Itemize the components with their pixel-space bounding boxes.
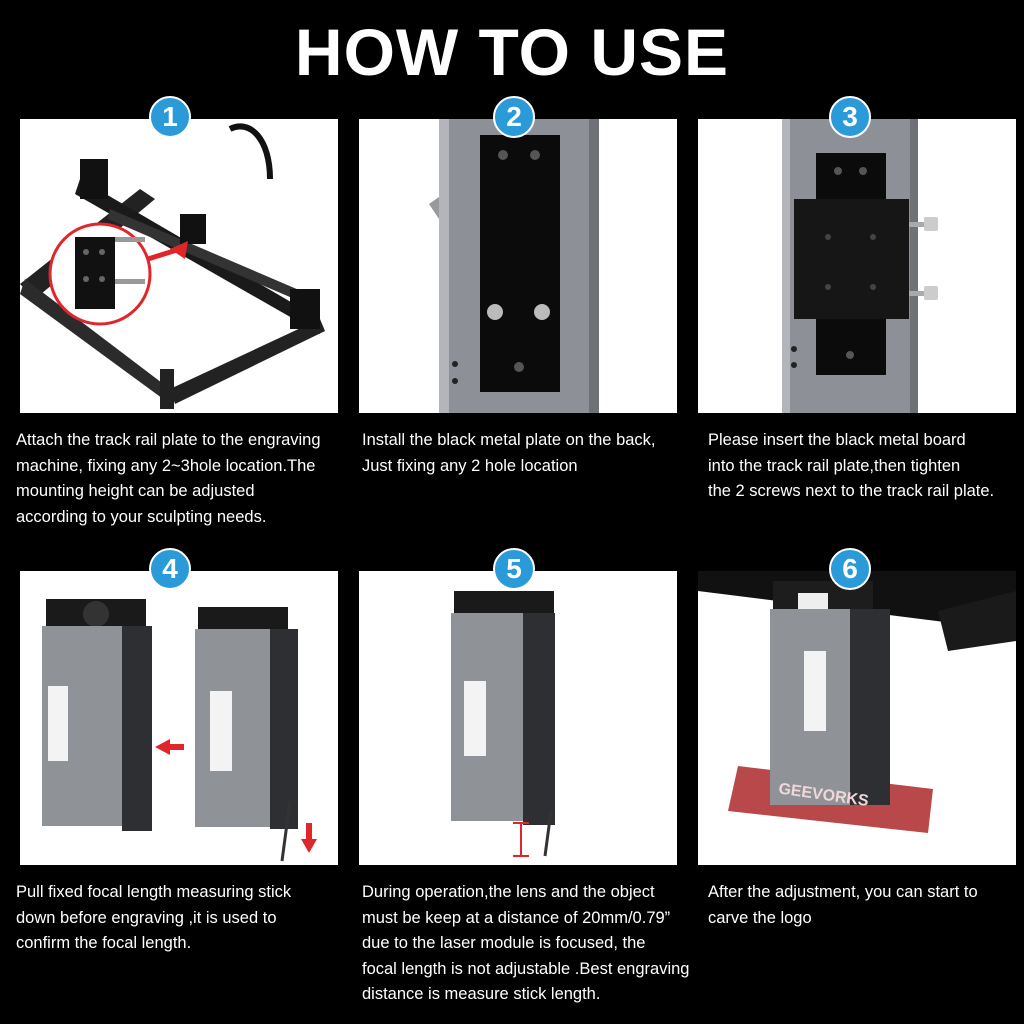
page-title: HOW TO USE <box>294 15 730 89</box>
step-4-image <box>20 571 338 865</box>
step-4-description: Pull fixed focal length measuring stick … <box>16 883 292 952</box>
step-2-image <box>359 119 677 413</box>
step-1-image <box>20 119 338 413</box>
step-3-badge: 3 <box>829 96 871 138</box>
step-6-badge: 6 <box>829 548 871 590</box>
step-2-description: Install the black metal plate on the bac… <box>362 431 656 475</box>
step-5-image <box>359 571 677 865</box>
step-6-image: GEEVORKS <box>698 571 1016 865</box>
step-3-description: Please insert the black metal board into… <box>708 431 995 500</box>
step-4-badge: 4 <box>149 548 191 590</box>
step-6-description: After the adjustment, you can start to c… <box>708 883 978 927</box>
step-5-description: During operation,the lens and the object… <box>362 883 690 1003</box>
step-5-badge: 5 <box>493 548 535 590</box>
step-2-badge: 2 <box>493 96 535 138</box>
step-3-image <box>698 119 1016 413</box>
step-1-badge: 1 <box>149 96 191 138</box>
step-1-description: Attach the track rail plate to the engra… <box>16 431 321 526</box>
